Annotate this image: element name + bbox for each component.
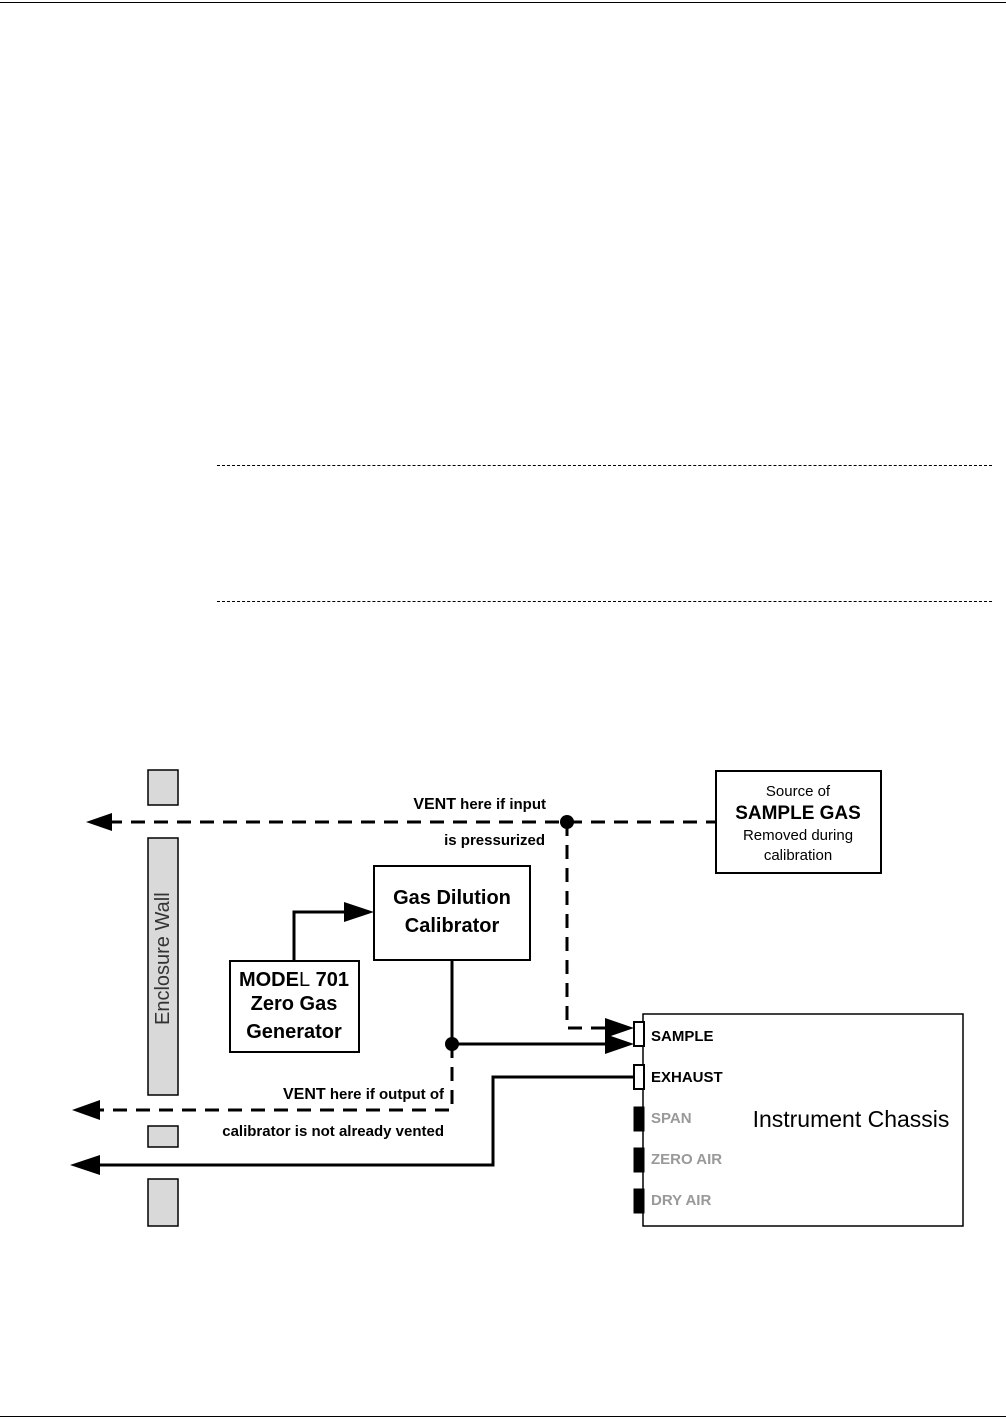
- enclosure-wall: Enclosure Wall: [147, 769, 179, 1227]
- source-line-2: SAMPLE GAS: [735, 803, 861, 824]
- enclosure-wall-label: Enclosure Wall: [152, 892, 174, 1025]
- exhaust-port: [633, 1064, 645, 1090]
- page-top-rule: [0, 2, 1006, 3]
- sample-dashed-line: [565, 822, 610, 1030]
- top-vent-line: VENT here if input is pressurized: [86, 796, 716, 1038]
- source-line-1: Source of: [766, 783, 831, 800]
- sample-port: [633, 1021, 645, 1047]
- generator-rect: [229, 960, 360, 1053]
- vent-top-label: VENT here if input: [413, 796, 546, 813]
- port-label-zero-air: ZERO AIR: [651, 1151, 722, 1168]
- note-bottom-dashed-rule: [217, 601, 992, 602]
- span-port: [633, 1106, 645, 1132]
- wall-segment-bottom: [147, 1178, 179, 1227]
- zero-gas-generator-box: MODEL 701 Zero Gas Generator: [229, 960, 360, 1053]
- sample-dashed-arrowhead: [605, 1018, 634, 1038]
- bottom-vent-dashed-line: [96, 1044, 454, 1112]
- source-line-4: calibration: [764, 847, 832, 864]
- top-vent-arrowhead: [86, 813, 112, 831]
- exhaust-line: [96, 1075, 634, 1167]
- sample-gas-source-rect: [715, 770, 882, 874]
- page-bottom-rule: [0, 1416, 1006, 1417]
- note-top-dashed-rule: [217, 465, 992, 466]
- generator-line-1: MODEL 701: [239, 969, 349, 991]
- dry-air-port: [633, 1188, 645, 1214]
- vent-bottom-label-line2: calibrator is not already vented: [222, 1123, 444, 1140]
- calibrator-line-1: Gas Dilution: [393, 887, 511, 909]
- calibrator-rect: [373, 865, 531, 961]
- calibrator-to-sample-arrowhead: [605, 1034, 634, 1054]
- port-label-dry-air: DRY AIR: [651, 1192, 711, 1209]
- generator-line-2: Zero Gas: [251, 993, 338, 1015]
- instrument-chassis: Instrument Chassis SAMPLE EXHAUST SPAN Z…: [633, 1013, 964, 1227]
- calibrator-line-2: Calibrator: [405, 915, 500, 937]
- generator-to-calibrator-arrowhead: [344, 902, 374, 922]
- vent-bottom-label: VENT here if output of: [283, 1086, 445, 1103]
- port-label-span: SPAN: [651, 1110, 692, 1127]
- vent-top-label-line2: is pressurized: [444, 832, 545, 849]
- generator-line-3: Generator: [246, 1021, 342, 1043]
- bottom-vent-arrowhead: [72, 1100, 100, 1120]
- port-label-sample: SAMPLE: [651, 1028, 714, 1045]
- exhaust-arrowhead: [70, 1155, 100, 1175]
- wall-segment-small: [147, 1125, 179, 1148]
- wall-segment-main: [147, 837, 179, 1096]
- gas-dilution-calibrator-box: Gas Dilution Calibrator: [373, 865, 531, 961]
- sample-gas-source-box: Source of SAMPLE GAS Removed during cali…: [715, 770, 882, 874]
- chassis-title: Instrument Chassis: [753, 1106, 950, 1132]
- port-label-exhaust: EXHAUST: [651, 1069, 723, 1086]
- generator-to-calibrator-line: [292, 910, 350, 961]
- wall-segment-top: [147, 769, 179, 806]
- chassis-rect: [642, 1013, 964, 1227]
- source-line-3: Removed during: [743, 827, 853, 844]
- zero-air-port: [633, 1147, 645, 1173]
